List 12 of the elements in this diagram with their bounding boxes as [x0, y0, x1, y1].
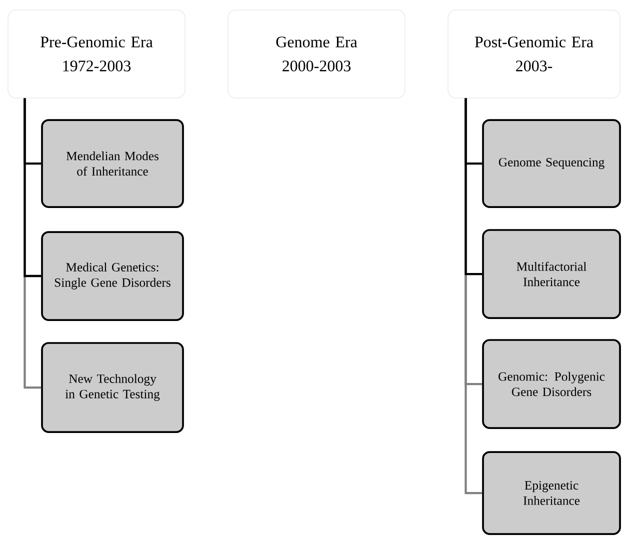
- topic-box: Genomic: Polygenic Gene Disorders: [482, 339, 621, 429]
- topic-box: Multifactorial Inheritance: [482, 229, 621, 319]
- topic-box: Genome Sequencing: [482, 119, 621, 208]
- era-header-box: Genome Era 2000-2003: [228, 10, 406, 98]
- topic-box: Medical Genetics: Single Gene Disorders: [41, 231, 184, 321]
- topic-box: New Technology in Genetic Testing: [41, 342, 184, 433]
- era-header-box: Pre-Genomic Era 1972-2003: [8, 10, 186, 98]
- connector-line: [24, 98, 42, 165]
- topic-box: Mendelian Modes of Inheritance: [41, 119, 184, 208]
- topic-box: Epigenetic Inheritance: [482, 451, 621, 535]
- era-header-box: Post-Genomic Era 2003-: [448, 10, 620, 98]
- connector-line: [464, 98, 482, 165]
